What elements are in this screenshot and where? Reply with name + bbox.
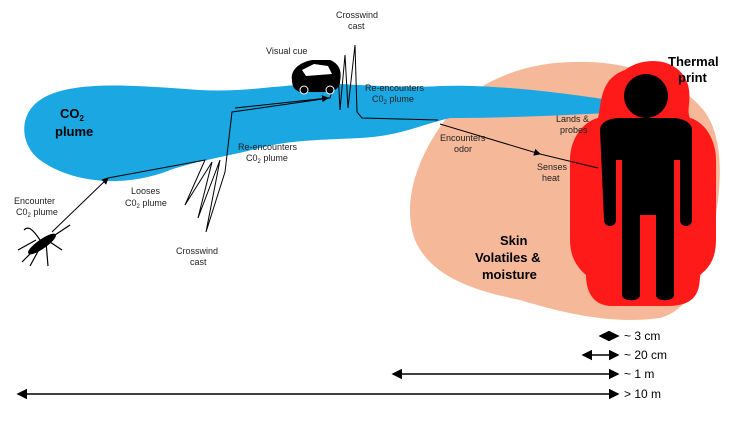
senses-heat-label-2: heat — [542, 173, 560, 183]
scale-20cm: ~ 20 cm — [624, 348, 667, 362]
looses-label-2: C02 plume — [125, 198, 167, 210]
encounter-label: Encounter — [14, 196, 55, 206]
senses-heat-label: Senses — [537, 162, 568, 172]
encounters-odor-label: Encounters — [440, 133, 486, 143]
co2-plume-label-2: plume — [55, 124, 93, 139]
reencounters-2-label-2: C02 plume — [372, 94, 414, 106]
scale-1m: ~ 1 m — [624, 367, 654, 381]
mosquito-icon — [17, 224, 71, 267]
looses-label: Looses — [131, 186, 161, 196]
thermal-print-label: Thermal — [668, 54, 719, 69]
thermal-print-label-2: print — [678, 70, 708, 85]
human-silhouette — [600, 74, 692, 301]
car-icon — [291, 60, 341, 95]
crosswind-cast-label-2: cast — [190, 257, 207, 267]
reencounters-label-2: C02 plume — [246, 153, 288, 165]
co2-plume-label: CO2 — [60, 106, 85, 123]
crosswind-cast-top-label-2: cast — [348, 21, 365, 31]
scale-3cm: ~ 3 cm — [624, 329, 660, 343]
encounters-odor-label-2: odor — [454, 144, 472, 154]
co2-plume — [24, 83, 622, 182]
skin-label-2: Volatiles & — [475, 250, 541, 265]
crosswind-cast-label: Crosswind — [176, 246, 218, 256]
encounter-label-2: C02 plume — [16, 207, 58, 219]
scale-bars — [16, 330, 620, 400]
lands-probes-label-2: probes — [560, 125, 588, 135]
crosswind-cast-top-label: Crosswind — [336, 10, 378, 20]
reencounters-2-label: Re-encounters — [365, 83, 425, 93]
visual-cue-label: Visual cue — [266, 46, 307, 56]
reencounters-label: Re-encounters — [238, 142, 298, 152]
scale-10m: > 10 m — [624, 387, 661, 401]
skin-label: Skin — [500, 233, 528, 248]
skin-label-3: moisture — [482, 267, 537, 282]
lands-probes-label: Lands & — [556, 114, 589, 124]
